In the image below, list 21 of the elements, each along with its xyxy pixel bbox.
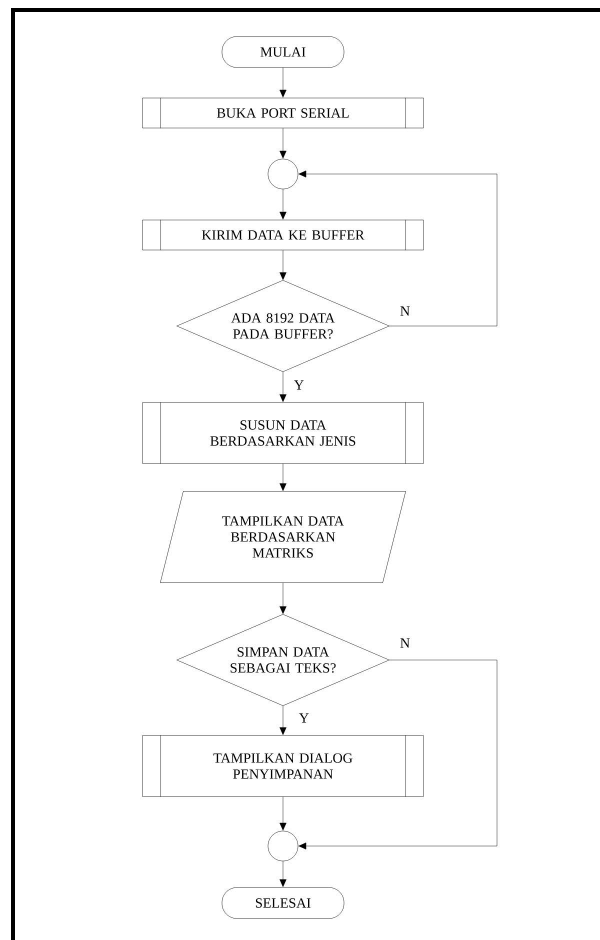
connector-circle bbox=[268, 158, 298, 190]
terminal-box: MULAI bbox=[222, 36, 344, 68]
subprocess-box: KIRIM DATA KE BUFFER bbox=[142, 220, 424, 250]
arrow bbox=[280, 706, 286, 735]
arrow bbox=[280, 372, 286, 402]
arrow bbox=[280, 189, 286, 220]
connector-circle bbox=[268, 830, 298, 862]
arrow bbox=[280, 796, 286, 830]
terminal-box: SELESAI bbox=[222, 887, 344, 919]
arrow bbox=[280, 68, 286, 98]
subprocess-box: BUKA PORT SERIAL bbox=[142, 98, 424, 128]
arrow bbox=[280, 464, 286, 491]
io-parallelogram: TAMPILKAN DATA BERDASARKAN MATRIKS bbox=[160, 491, 406, 583]
arrow bbox=[280, 861, 286, 887]
subprocess-box: TAMPILKAN DIALOG PENYIMPANAN bbox=[142, 735, 424, 797]
arrow bbox=[280, 250, 286, 280]
arrow bbox=[298, 660, 498, 850]
arrow bbox=[280, 128, 286, 158]
subprocess-box: SUSUN DATA BERDASARKAN JENIS bbox=[142, 402, 424, 464]
arrow bbox=[298, 170, 498, 326]
arrow bbox=[280, 582, 286, 614]
